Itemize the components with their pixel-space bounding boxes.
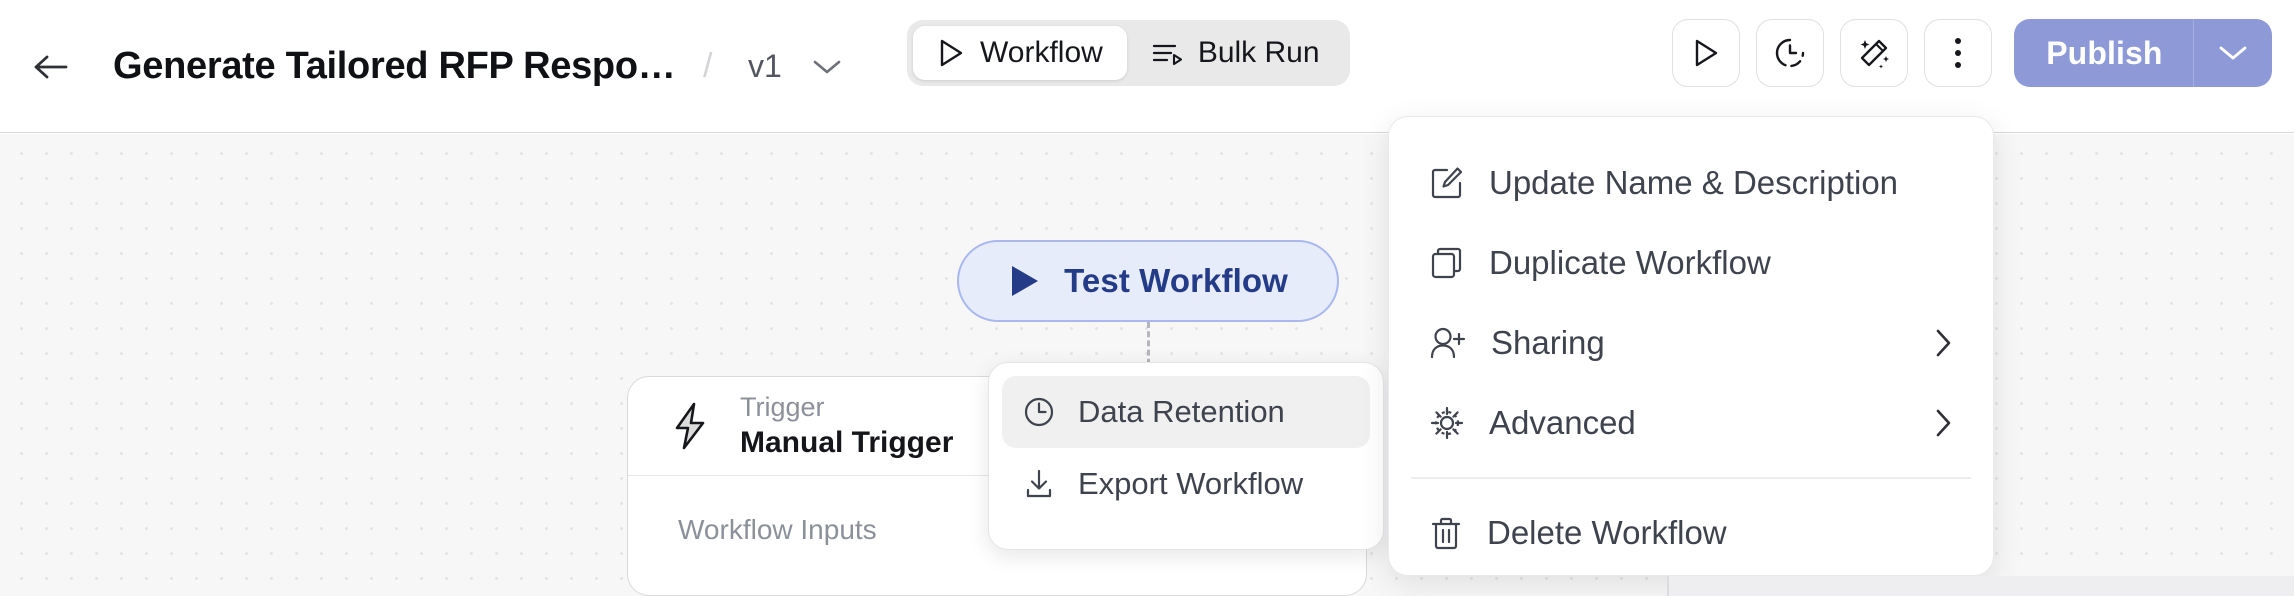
list-run-icon <box>1151 40 1183 66</box>
workflow-inputs-label: Workflow Inputs <box>678 514 877 545</box>
kebab-menu-icon <box>1955 38 1962 68</box>
tab-workflow-label: Workflow <box>980 36 1103 69</box>
menu-item-label: Advanced <box>1489 404 1636 441</box>
chevron-down-icon <box>2219 46 2247 60</box>
page-title: Generate Tailored RFP Respo… <box>113 45 676 87</box>
node-connector-line <box>1147 322 1150 374</box>
right-panel-background <box>1669 576 2294 596</box>
version-label: v1 <box>748 48 782 84</box>
schedule-button[interactable] <box>1756 19 1825 87</box>
advanced-submenu: Data Retention Export Workflow <box>988 362 1384 550</box>
chevron-right-icon <box>1933 407 1953 439</box>
menu-item-duplicate-workflow[interactable]: Duplicate Workflow <box>1407 223 1975 303</box>
publish-button[interactable]: Publish <box>2014 19 2193 87</box>
trash-icon <box>1429 515 1463 551</box>
download-icon <box>1022 467 1056 501</box>
publish-button-group: Publish <box>2014 19 2272 87</box>
edit-square-icon <box>1429 165 1465 201</box>
play-filled-icon <box>1008 263 1042 299</box>
menu-divider <box>1411 477 1971 479</box>
chevron-right-icon <box>1933 327 1953 359</box>
menu-item-label: Data Retention <box>1078 394 1285 429</box>
test-workflow-button[interactable]: Test Workflow <box>957 240 1339 322</box>
publish-dropdown-button[interactable] <box>2194 19 2272 87</box>
version-dropdown-button[interactable] <box>806 46 848 88</box>
menu-item-label: Delete Workflow <box>1487 513 1727 551</box>
run-button[interactable] <box>1672 19 1741 87</box>
menu-item-export-workflow[interactable]: Export Workflow <box>1002 448 1370 520</box>
menu-item-sharing[interactable]: Sharing <box>1407 303 1975 383</box>
menu-item-label: Sharing <box>1491 324 1605 361</box>
right-panel-divider <box>1667 576 1669 596</box>
copy-icon <box>1429 245 1465 281</box>
trigger-name-label: Manual Trigger <box>740 426 954 459</box>
magic-button[interactable] <box>1840 19 1909 87</box>
menu-item-label: Duplicate Workflow <box>1489 244 1771 281</box>
trigger-node-body: Workflow Inputs <box>628 476 1366 546</box>
view-tab-group: Workflow Bulk Run <box>907 20 1350 86</box>
more-options-button[interactable] <box>1924 19 1993 87</box>
lightning-bolt-icon <box>668 401 712 451</box>
app-header: Generate Tailored RFP Respo… / v1 Workfl… <box>0 0 2294 133</box>
menu-item-label: Update Name & Description <box>1489 164 1899 201</box>
menu-item-label: Export Workflow <box>1078 466 1304 501</box>
play-outline-icon <box>937 38 965 68</box>
play-outline-icon <box>1696 39 1718 67</box>
arrow-left-icon <box>34 55 68 79</box>
test-workflow-label: Test Workflow <box>1064 262 1288 299</box>
menu-item-update-name-description[interactable]: Update Name & Description <box>1407 143 1975 223</box>
tab-bulk-run-label: Bulk Run <box>1197 36 1320 69</box>
menu-item-advanced[interactable]: Advanced <box>1407 383 1975 463</box>
trigger-kind-label: Trigger <box>740 392 825 422</box>
clock-timer-icon <box>1776 38 1805 68</box>
trigger-node-header[interactable]: Trigger Manual Trigger <box>628 377 1366 476</box>
clock-icon <box>1022 395 1056 429</box>
workflow-options-menu: Update Name & Description Duplicate Work… <box>1388 116 1994 576</box>
publish-label: Publish <box>2046 34 2163 71</box>
tab-bulk-run[interactable]: Bulk Run <box>1127 26 1344 80</box>
menu-item-delete-workflow[interactable]: Delete Workflow <box>1407 493 1975 573</box>
user-plus-icon <box>1429 325 1467 361</box>
gear-icon <box>1429 405 1465 441</box>
magic-wand-icon <box>1860 39 1890 69</box>
publish-divider <box>2192 19 2194 87</box>
chevron-down-icon <box>813 60 841 74</box>
header-toolbar: Publish <box>1672 19 2272 87</box>
menu-item-data-retention[interactable]: Data Retention <box>1002 376 1370 448</box>
tab-workflow[interactable]: Workflow <box>913 26 1127 80</box>
back-button[interactable] <box>30 45 74 89</box>
breadcrumb-separator: / <box>703 47 713 85</box>
